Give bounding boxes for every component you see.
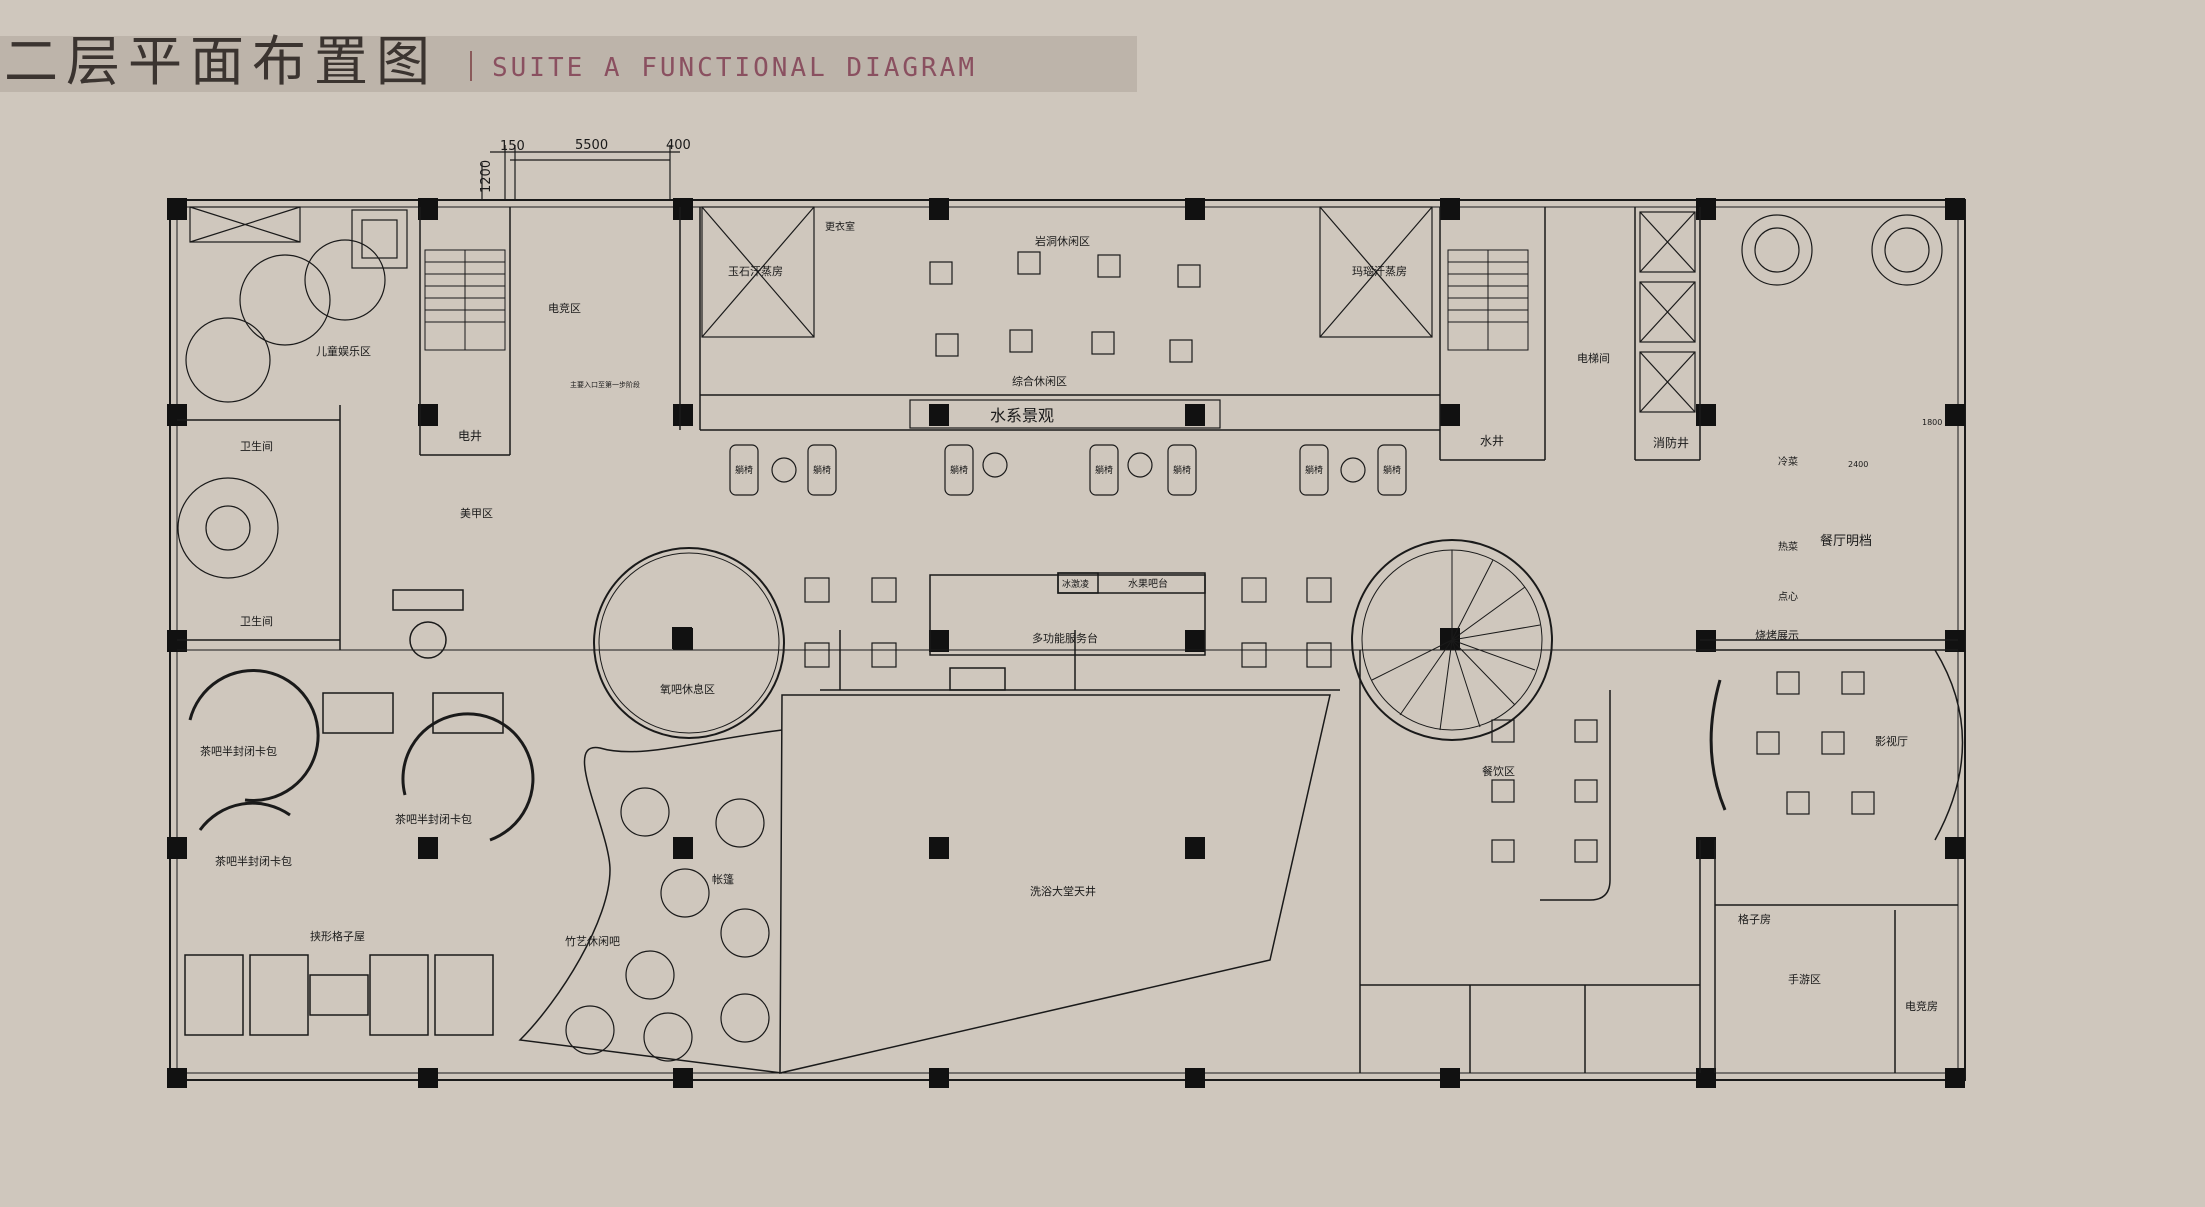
dim-5500: 5500 [575,138,608,153]
label-snack: 点心 [1778,591,1798,603]
dining-tables [804,251,1875,863]
label-oxygen: 氧吧休息区 [660,682,715,696]
label-ecat: 电竞房 [1905,999,1938,1013]
page-subtitle: SUITE A FUNCTIONAL DIAGRAM [492,53,977,83]
label-ebook: 电竞区 [548,301,581,315]
lounge-chair-label: 躺椅 [1173,464,1191,476]
page-title: 二层平面布置图 [4,30,438,93]
label-kdim2: 1800 [1922,418,1942,427]
label-bamboo-bar: 竹艺休闲吧 [565,934,620,948]
label-elec-shaft: 电井 [458,429,482,443]
lounge-chair-label: 躺椅 [813,464,831,476]
lounge-chair-label: 躺椅 [1383,464,1401,476]
label-wc-top: 卫生间 [240,439,273,453]
label-cold: 冷菜 [1778,455,1798,468]
dining-partition [1540,690,1611,901]
service-counter [929,572,1206,691]
round-dining-tables [1741,214,1943,286]
label-fire-shaft: 消防井 [1653,435,1689,450]
water-feature-band [909,399,1221,429]
label-atrium: 洗浴大堂天井 [1030,884,1096,898]
tent-umbrellas [565,787,770,1062]
label-tea-booth-3: 茶吧半封闭卡包 [395,812,472,826]
label-general-lounge: 综合休闲区 [1012,374,1067,388]
lounge-chairs [729,444,1407,496]
label-entrance-note: 主要入口至第一步阶段 [570,380,640,389]
bamboo-bar-outline [518,729,783,1074]
label-tea-booth-1: 茶吧半封闭卡包 [200,744,277,758]
label-dining: 餐饮区 [1482,764,1515,778]
label-cinema: 影视厅 [1875,734,1908,748]
label-bbq: 烧烤展示 [1755,628,1799,642]
label-change-room: 更衣室 [825,220,855,233]
label-elevator-hall: 电梯间 [1577,352,1610,365]
header-band [0,36,1137,92]
label-water-shaft: 水井 [1480,434,1504,448]
interior-walls [177,207,1958,1073]
lounge-chair-label: 躺椅 [735,464,753,476]
dim-400: 400 [666,138,691,153]
label-jade-spa: 玉石汗蒸房 [728,265,783,278]
elevators [1639,211,1696,413]
staircase-left [424,249,506,351]
label-tea-booth-2: 茶吧半封闭卡包 [215,854,292,868]
label-multi-service: 多功能服务台 [1032,631,1098,645]
cinema-screen-arc [1934,649,1964,841]
nail-area-fixture [177,477,279,579]
grid-room-booths [184,954,494,1036]
title-divider [470,51,472,81]
label-open-kitchen: 餐厅明档 [1820,533,1872,549]
label-ice-cream: 冰激凌 [1062,578,1089,590]
lounge-chair-label: 躺椅 [1095,464,1113,476]
label-wc-bottom: 卫生间 [240,614,273,628]
cinema-sofa-arc [1709,679,1727,811]
label-nail: 美甲区 [460,507,493,520]
dim-1200: 1200 [479,160,494,193]
spiral-staircase [1351,539,1553,741]
label-children-play: 儿童娱乐区 [316,344,371,358]
label-water-feature: 水系景观 [990,406,1054,425]
label-fruit-bar: 水果吧台 [1128,577,1168,590]
label-tent: 帐篷 [712,872,734,886]
atrium-outline [779,694,1331,1074]
tea-booths [188,669,535,842]
label-agate-spa: 玛瑙汗蒸房 [1352,265,1407,278]
label-handcraft: 手游区 [1788,972,1821,986]
dimension-annotation [481,145,680,200]
label-grid-room: 格子房 [1738,912,1771,926]
children-play-stones [185,206,408,403]
spa-rooms [701,206,1433,338]
lounge-chair-label: 躺椅 [1305,464,1323,476]
staircase-right [1447,249,1529,351]
label-rock-lounge: 岩洞休闲区 [1035,234,1090,248]
billiard-tables [322,589,504,734]
oxygen-lounge [593,547,785,739]
lounge-chair-label: 躺椅 [950,464,968,476]
label-kdim: 2400 [1848,460,1868,469]
dim-150: 150 [500,139,525,154]
label-special-grid: 挟形格子屋 [310,929,365,943]
label-hot: 热菜 [1778,540,1798,553]
